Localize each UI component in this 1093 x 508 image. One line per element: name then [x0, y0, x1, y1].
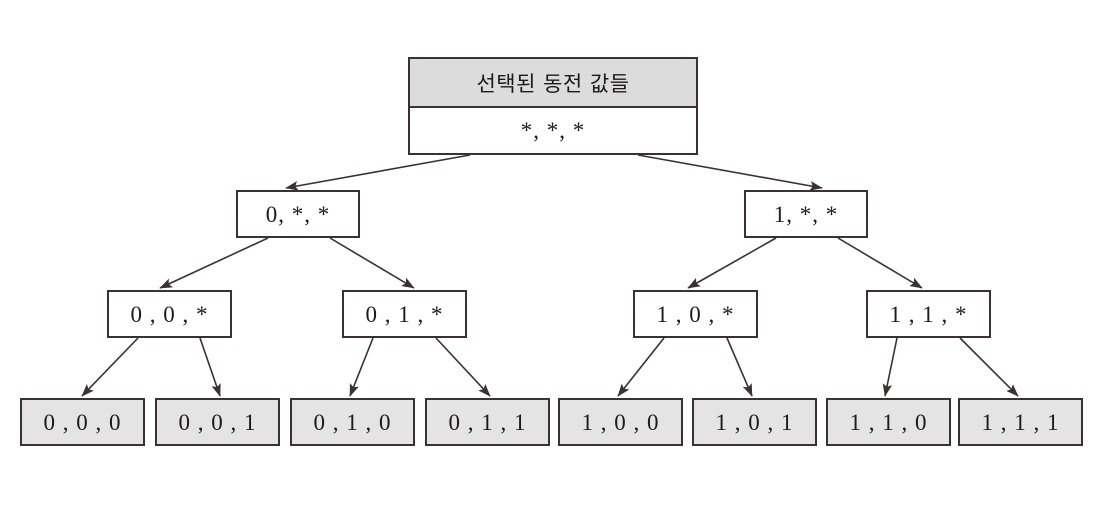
- node-leaf-label: 0 , 0 , 1: [178, 409, 257, 435]
- tree-edge-7: [199, 337, 221, 397]
- node-leaf-4[interactable]: 1 , 0 , 0: [558, 398, 683, 446]
- node-level2-0[interactable]: 0, *, *: [236, 190, 360, 238]
- tree-edge-5: [837, 237, 923, 289]
- tree-edge-8: [349, 337, 374, 397]
- node-level3-2[interactable]: 1 , 0 , *: [633, 290, 758, 338]
- tree-edge-12: [882, 337, 898, 397]
- node-level3-label: 0 , 1 , *: [365, 301, 444, 327]
- node-level3-0[interactable]: 0 , 0 , *: [107, 290, 232, 338]
- node-leaf-label: 1 , 1 , 0: [849, 409, 928, 435]
- node-leaf-5[interactable]: 1 , 0 , 1: [692, 398, 817, 446]
- node-level3-label: 0 , 0 , *: [130, 301, 209, 327]
- root-header-label: 선택된 동전 값들: [410, 59, 696, 108]
- node-root[interactable]: 선택된 동전 값들 *, *, *: [408, 57, 698, 155]
- tree-edge-1: [637, 154, 823, 191]
- node-level2-label: 0, *, *: [265, 201, 331, 227]
- tree-edge-6: [81, 337, 139, 397]
- node-level2-1[interactable]: 1, *, *: [744, 190, 868, 238]
- node-level3-3[interactable]: 1 , 1 , *: [866, 290, 991, 338]
- node-leaf-6[interactable]: 1 , 1 , 0: [826, 398, 951, 446]
- tree-edge-4: [687, 237, 777, 289]
- node-leaf-label: 0 , 1 , 0: [313, 409, 392, 435]
- node-level3-1[interactable]: 0 , 1 , *: [342, 290, 467, 338]
- node-leaf-2[interactable]: 0 , 1 , 0: [290, 398, 415, 446]
- tree-edge-11: [726, 337, 753, 397]
- tree-edge-13: [959, 337, 1019, 397]
- node-level3-label: 1 , 0 , *: [656, 301, 735, 327]
- node-leaf-label: 0 , 1 , 1: [448, 409, 527, 435]
- node-leaf-1[interactable]: 0 , 0 , 1: [155, 398, 280, 446]
- node-level2-label: 1, *, *: [773, 201, 839, 227]
- tree-edge-3: [329, 237, 415, 289]
- tree-edge-9: [435, 337, 491, 397]
- node-leaf-label: 1 , 0 , 0: [581, 409, 660, 435]
- node-leaf-0[interactable]: 0 , 0 , 0: [20, 398, 145, 446]
- node-leaf-3[interactable]: 0 , 1 , 1: [425, 398, 550, 446]
- node-leaf-label: 1 , 1 , 1: [981, 409, 1060, 435]
- root-value-label: *, *, *: [520, 117, 586, 143]
- node-leaf-label: 1 , 0 , 1: [715, 409, 794, 435]
- node-leaf-7[interactable]: 1 , 1 , 1: [958, 398, 1083, 446]
- node-leaf-label: 0 , 0 , 0: [43, 409, 122, 435]
- tree-edge-2: [159, 237, 269, 289]
- tree-edge-0: [285, 154, 471, 191]
- tree-edge-10: [617, 337, 665, 397]
- node-level3-label: 1 , 1 , *: [889, 301, 968, 327]
